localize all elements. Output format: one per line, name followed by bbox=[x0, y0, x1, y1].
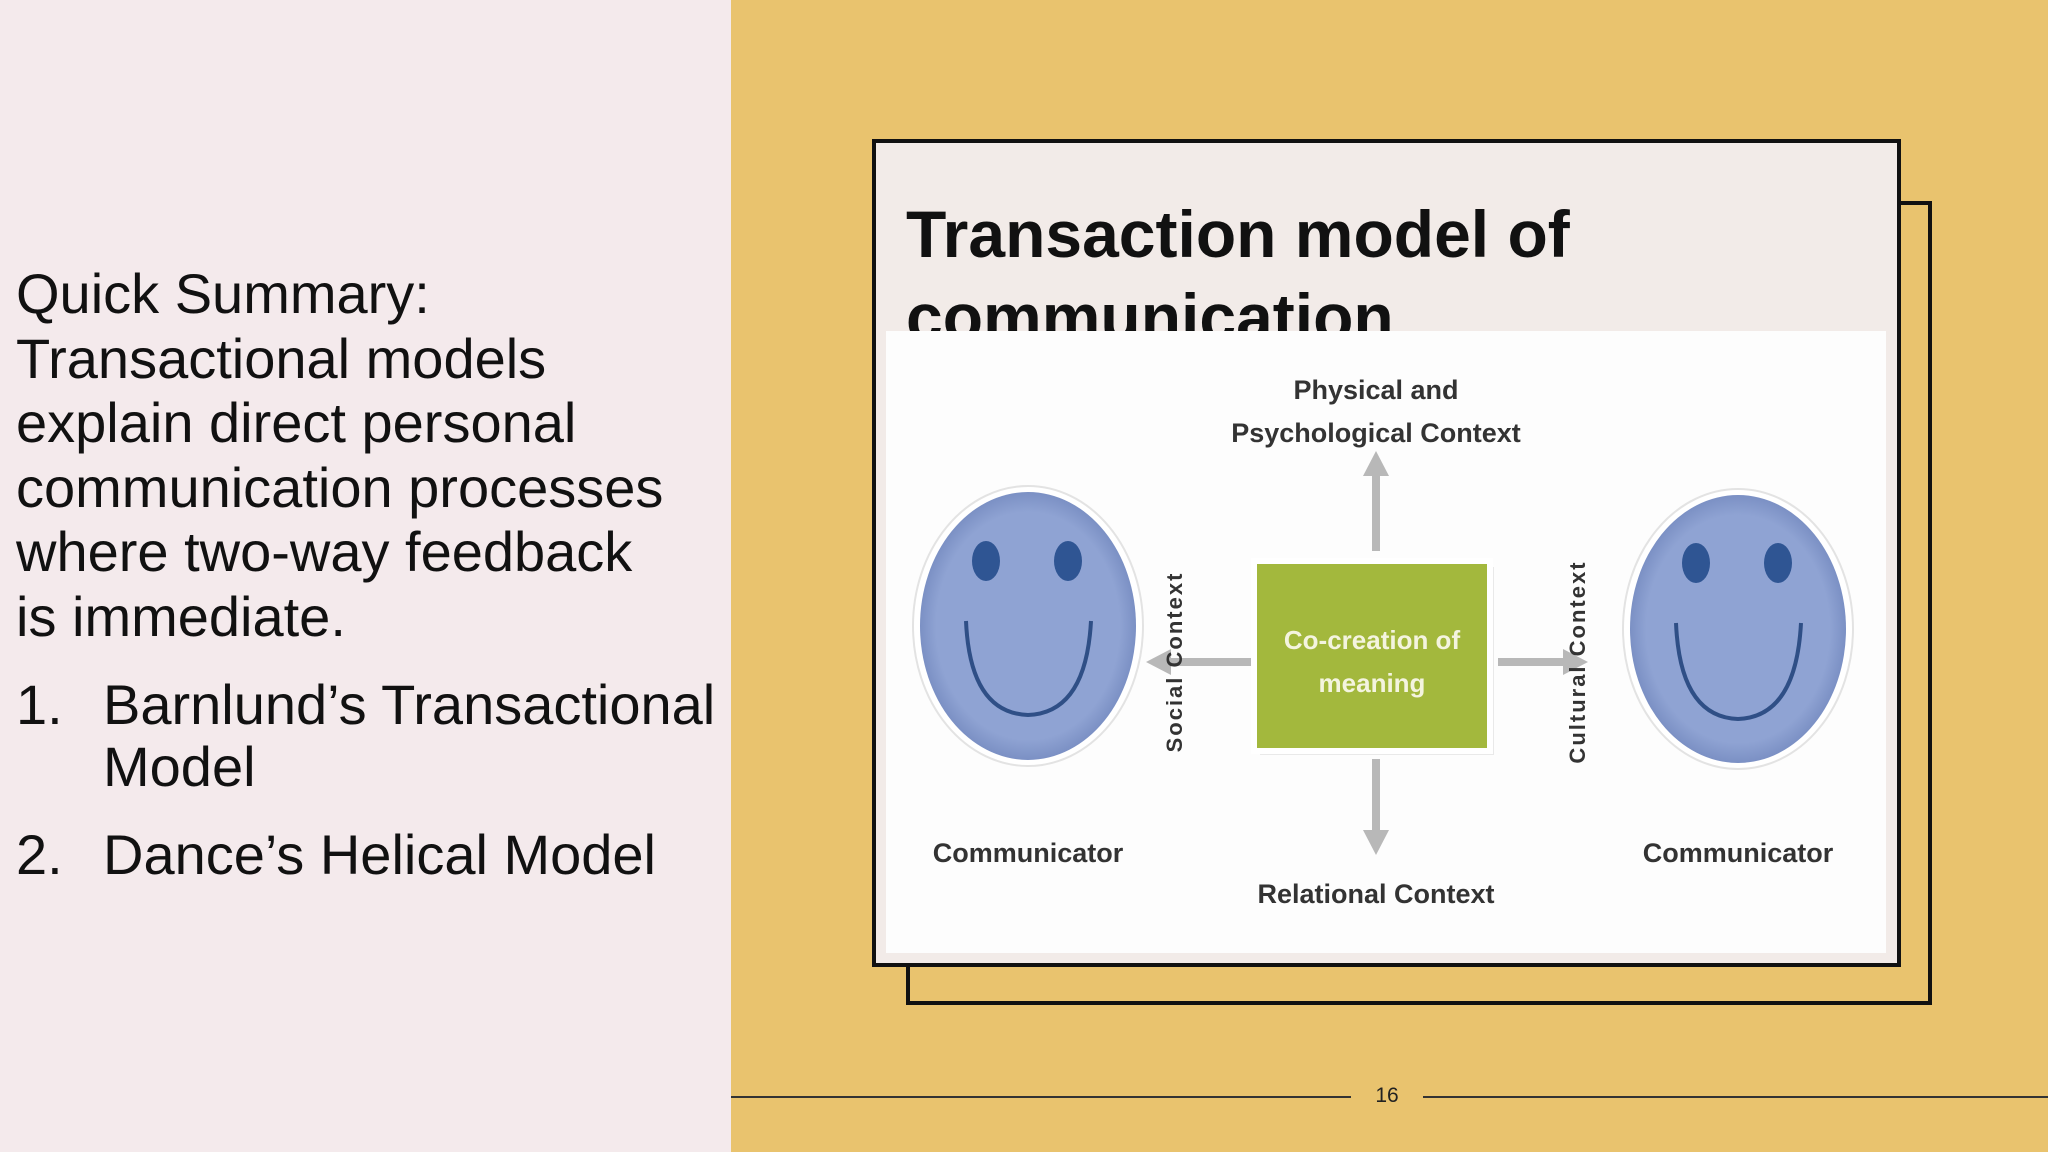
transaction-model-diagram: Communicator Communicator bbox=[886, 331, 1886, 953]
top-context-label-line1: Physical and bbox=[1293, 375, 1458, 405]
co-creation-box bbox=[1251, 558, 1493, 754]
page-number: 16 bbox=[1375, 1084, 1399, 1107]
footer-divider-left bbox=[731, 1096, 1351, 1098]
model-list: 1. Barnlund’s Transactional Model 2. Dan… bbox=[16, 674, 726, 912]
summary-text: Quick Summary: Transactional models expl… bbox=[16, 262, 726, 649]
list-text: Barnlund’s Transactional Model bbox=[103, 673, 716, 798]
summary-line: Quick Summary: bbox=[16, 262, 430, 325]
left-context-label: Social Context bbox=[1162, 572, 1187, 753]
right-context-label: Cultural Context bbox=[1565, 560, 1590, 763]
right-communicator-label: Communicator bbox=[1643, 838, 1834, 868]
left-communicator-face bbox=[912, 485, 1144, 767]
left-panel: Quick Summary: Transactional models expl… bbox=[0, 0, 731, 1152]
list-item: 2. Dance’s Helical Model bbox=[16, 824, 726, 886]
footer-divider-right bbox=[1423, 1096, 2048, 1098]
left-communicator-label: Communicator bbox=[933, 838, 1124, 868]
list-text: Dance’s Helical Model bbox=[103, 823, 656, 886]
summary-line: is immediate. bbox=[16, 584, 346, 648]
list-number: 2. bbox=[16, 823, 63, 886]
summary-line: Transactional models bbox=[16, 326, 547, 390]
center-label-line1: Co-creation of bbox=[1284, 625, 1461, 655]
list-item: 1. Barnlund’s Transactional Model bbox=[16, 674, 726, 798]
right-communicator-face bbox=[1622, 488, 1854, 770]
content-card: Transaction model of communication Commu… bbox=[872, 139, 1901, 967]
list-number: 1. bbox=[16, 673, 63, 736]
bottom-context-label: Relational Context bbox=[1257, 879, 1494, 909]
summary-line: explain direct personal bbox=[16, 391, 577, 454]
top-context-label-line2: Psychological Context bbox=[1231, 418, 1521, 448]
summary-line: where two-way feedback bbox=[16, 520, 633, 583]
center-label-line2: meaning bbox=[1319, 668, 1426, 698]
summary-line: communication processes bbox=[16, 455, 664, 519]
context-arrows bbox=[1146, 451, 1588, 855]
